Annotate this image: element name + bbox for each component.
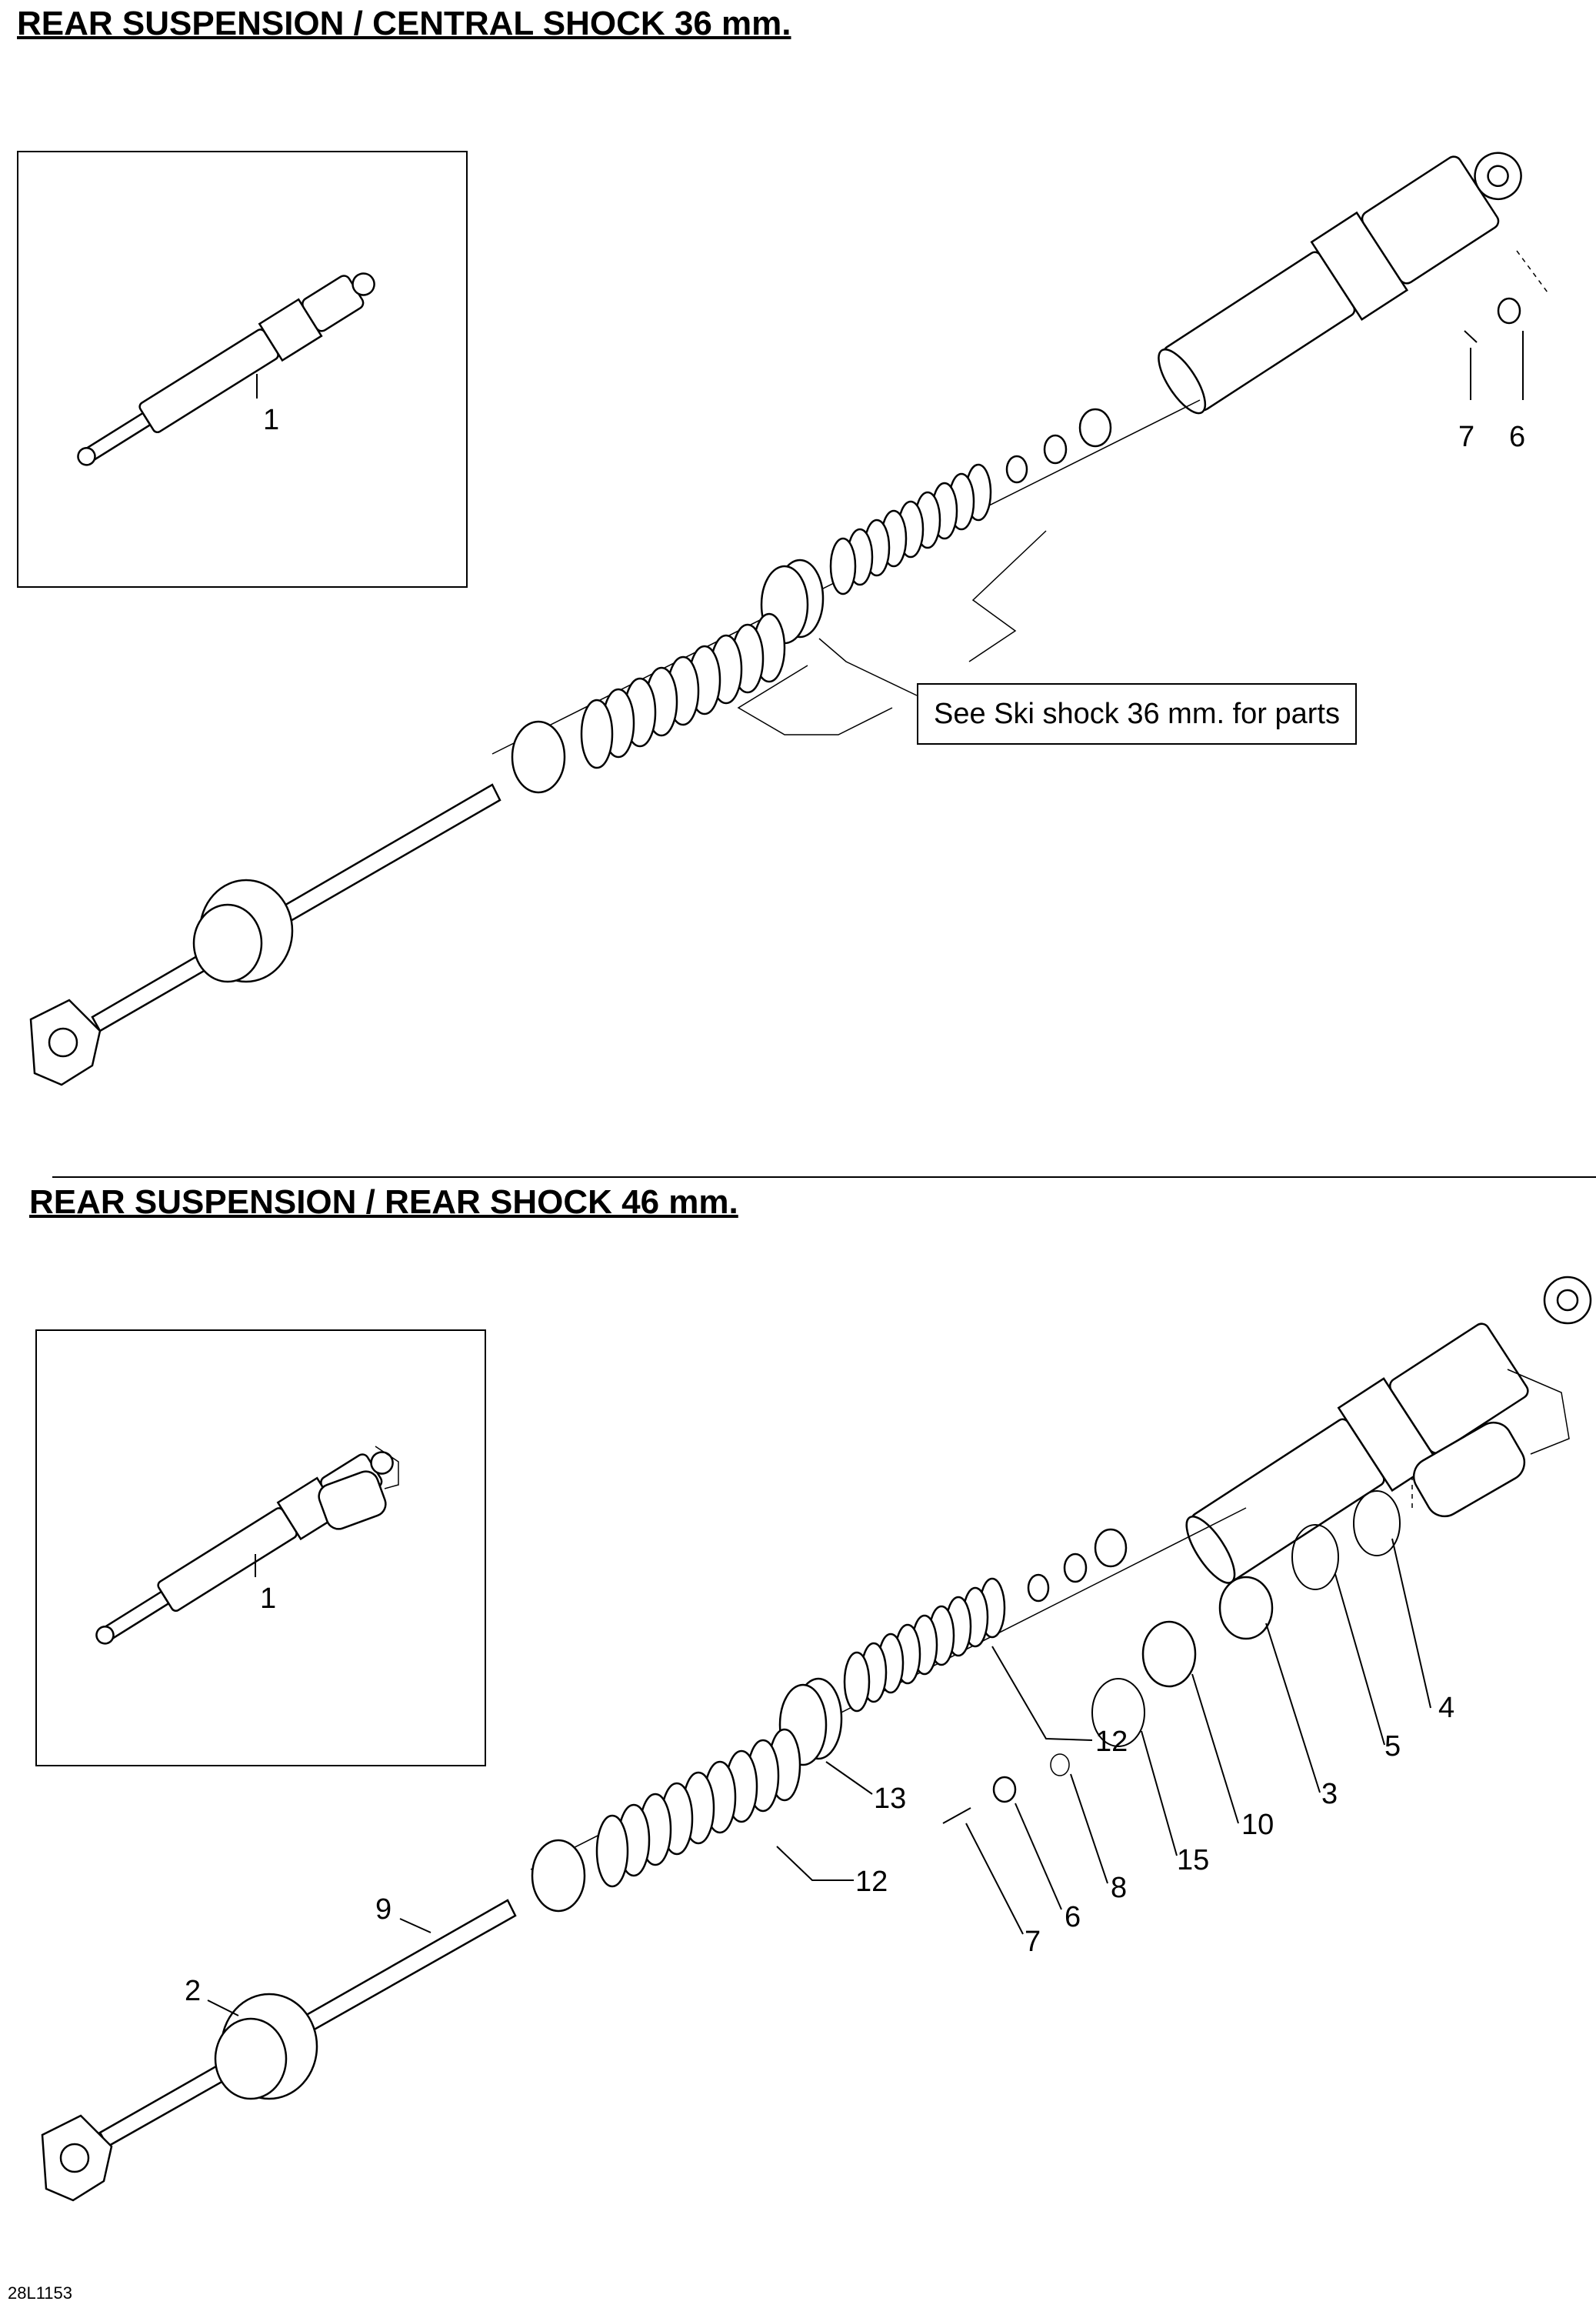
drawing-code: 28L1153 <box>8 2283 73 2303</box>
callout-leader-lower <box>737 665 893 735</box>
inset-assembled-central-shock: 1 <box>17 151 468 588</box>
rear-washer <box>531 1839 586 1913</box>
label-part-2: 2 <box>185 1975 201 2007</box>
label-part-4: 4 <box>1438 1692 1454 1724</box>
label-part-13: 13 <box>874 1783 906 1815</box>
central-part-7-pin <box>1464 330 1478 400</box>
label-part-7: 7 <box>1025 1926 1041 1958</box>
section-title-rear-shock: REAR SUSPENSION / REAR SHOCK 46 mm. <box>29 1183 738 1221</box>
rear-shock-body <box>1185 1276 1592 1584</box>
callout-leader-upper <box>968 530 1047 662</box>
central-nut-washers <box>1005 408 1112 484</box>
assembled-shock-drawing: 1 <box>77 272 375 466</box>
label-part-6: 6 <box>1065 1901 1081 1933</box>
central-piston <box>760 559 825 645</box>
label-part-12-lower: 12 <box>855 1866 888 1898</box>
inset-label-1: 1 <box>263 404 279 436</box>
rear-axis-line <box>530 1507 1247 1870</box>
inset-label-1: 1 <box>260 1583 276 1615</box>
section-title-central-shock: REAR SUSPENSION / CENTRAL SHOCK 36 mm. <box>17 5 791 42</box>
rear-reservoir-parts <box>942 1477 1413 1824</box>
label-part-7: 7 <box>1458 421 1474 453</box>
label-part-10: 10 <box>1241 1809 1274 1841</box>
label-part-6: 6 <box>1509 421 1525 453</box>
rear-spring-stack-upper <box>843 1577 1006 1713</box>
see-ski-shock-callout: See Ski shock 36 mm. for parts <box>917 683 1357 745</box>
label-part-15: 15 <box>1177 1844 1209 1876</box>
label-part-8: 8 <box>1111 1872 1127 1904</box>
central-shock-body <box>1158 152 1522 415</box>
central-spring-stack-lower <box>580 612 786 769</box>
rear-nut-washers <box>1027 1528 1128 1603</box>
label-part-5: 5 <box>1384 1730 1401 1763</box>
rear-piston <box>778 1677 843 1766</box>
rear-shaft-assembly <box>41 1899 517 2202</box>
label-part-9: 9 <box>375 1893 392 1926</box>
label-part-3: 3 <box>1321 1778 1338 1810</box>
central-shaft-assembly <box>29 783 501 1086</box>
section-divider <box>52 1176 1596 1178</box>
central-part-6-fitting <box>1497 250 1548 400</box>
inset-assembled-rear-shock: 1 <box>35 1329 486 1766</box>
central-spring-stack-upper <box>829 463 992 595</box>
rear-spring-stack-lower <box>595 1728 801 1888</box>
callout-leader-piston <box>818 638 918 696</box>
assembled-rear-shock-drawing: 1 <box>95 1446 399 1645</box>
label-part-12-upper: 12 <box>1095 1726 1128 1758</box>
central-washer <box>511 720 566 794</box>
